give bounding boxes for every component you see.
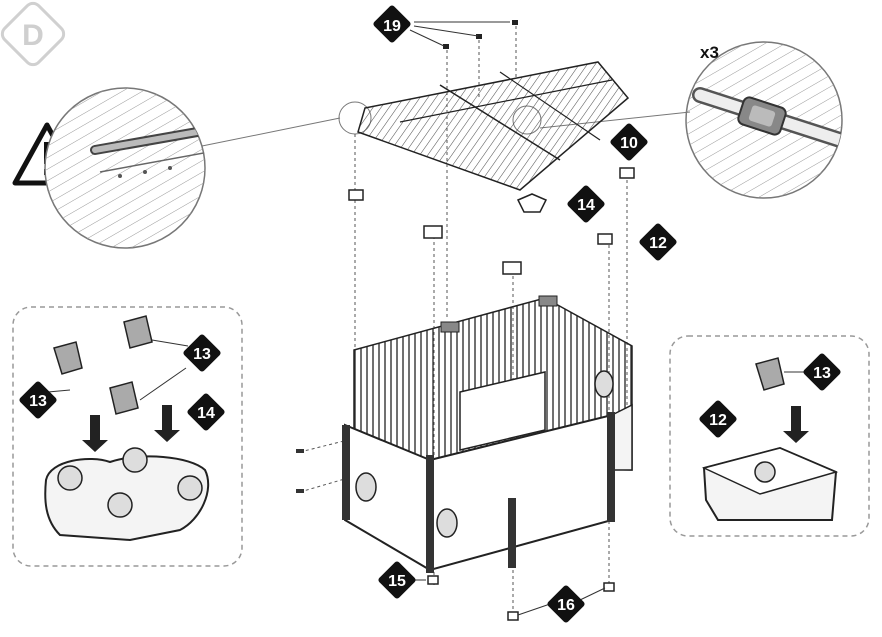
callout-12-inset: 12 — [699, 400, 737, 438]
detail-magnifier-left — [44, 87, 206, 249]
callout-19-label: 19 — [383, 18, 401, 35]
callout-13-inset-c-label: 13 — [813, 365, 831, 382]
callout-14-inset-label: 14 — [197, 405, 215, 422]
step-letter: D — [22, 19, 44, 52]
callout-10-label: 10 — [620, 135, 638, 152]
callout-14-inset: 14 — [187, 393, 225, 431]
top-mesh-panel — [357, 61, 630, 191]
callout-15-label: 15 — [388, 573, 406, 590]
callout-16-label: 16 — [557, 597, 575, 614]
cage-body — [342, 295, 633, 573]
callout-13-inset-c: 13 — [803, 353, 841, 391]
multiplier-label: x3 — [700, 43, 719, 62]
callout-15: 15 — [378, 561, 416, 599]
magnifier-leader-left — [201, 117, 341, 147]
callout-12-inset-label: 12 — [709, 412, 727, 429]
feet-parts — [407, 575, 615, 621]
callout-10: 10 — [610, 123, 648, 161]
clip-connectors — [348, 167, 635, 275]
callout-12-main: 12 — [639, 223, 677, 261]
callout-13-inset-a: 13 — [183, 334, 221, 372]
callout-13-inset-a-label: 13 — [193, 346, 211, 363]
callout-13-inset-b-label: 13 — [29, 393, 47, 410]
step-badge: D — [0, 1, 66, 67]
callout-14-main: 14 — [567, 185, 605, 223]
callout-12-main-label: 12 — [649, 235, 667, 252]
callout-14-main-label: 14 — [577, 197, 595, 214]
callout-16: 16 — [547, 585, 585, 623]
inset-left — [12, 306, 243, 567]
callout-19: 19 — [373, 5, 411, 43]
screws-side — [296, 449, 304, 493]
callout-13-inset-b: 13 — [19, 381, 57, 419]
detail-magnifier-right — [685, 41, 843, 199]
inset-right — [669, 335, 870, 537]
screw-set-19 — [409, 20, 518, 49]
